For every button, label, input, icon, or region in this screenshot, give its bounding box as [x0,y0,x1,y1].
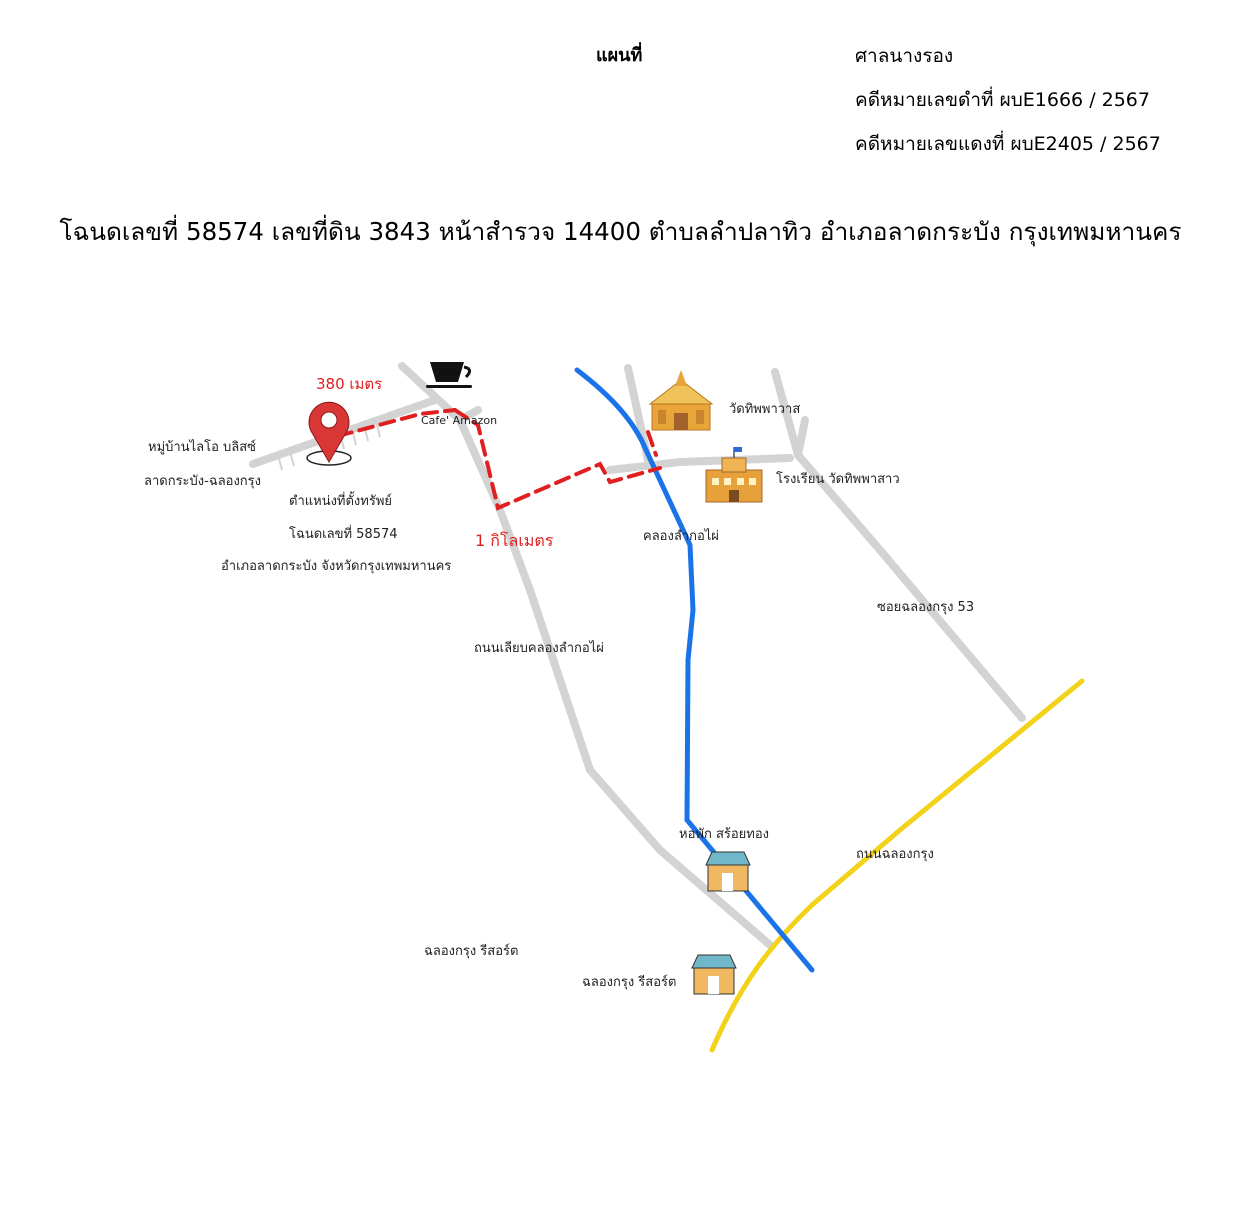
map-title: แผนที่ [596,45,643,66]
canal-label: คลองลำกอไผ่ [643,528,719,544]
road-soi-53 [771,368,1026,722]
canal-road-label: ถนนเลียบคลองลำกอไผ่ [474,640,604,656]
court-name: ศาลนางรอง [855,45,954,67]
red-case-number: คดีหมายเลขแดงที่ ผบE2405 / 2567 [855,133,1161,155]
location-pin-icon [306,401,352,466]
road-soi-53-top [794,416,809,459]
black-case-number: คดีหมายเลขดำที่ ผบE1666 / 2567 [855,89,1150,111]
village-label: หมู่บ้านไลโอ บลิสซ์ [148,439,256,455]
main-road-label: ถนนฉลองกรุง [856,847,934,862]
cafe-label: Cafe' Amazon [421,414,497,427]
dorm-label: หอพัก สร้อยทอง [679,827,769,842]
deed-description: โฉนดเลขที่ 58574 เลขที่ดิน 3843 หน้าสำรว… [59,217,1182,246]
route-lines [336,408,662,511]
route-long [453,408,662,511]
canal-line [574,367,815,973]
school-icon [705,447,763,503]
school-label: โรงเรียน วัดทิพพาสาว [776,471,900,487]
soi-label: ซอยฉลองกรุง 53 [877,600,974,615]
temple-icon [648,370,714,431]
road-cafe-branch [456,406,482,424]
distance-short-label: 380 เมตร [316,375,382,393]
temple-label: วัดทิพพาวาส [729,402,800,417]
property-label-2: โฉนดเลขที่ 58574 [289,525,398,542]
shop-icon [705,851,751,892]
village-road-label: ลาดกระบัง-ฉลองกรุง [144,474,261,489]
road-school [606,454,794,474]
property-label-3: อำเภอลาดกระบัง จังหวัดกรุงเทพมหานคร [221,559,451,574]
resort-label-left: ฉลองกรุง รีสอร์ต [424,943,518,959]
main-road-line [709,678,1085,1053]
route-short [336,408,457,438]
route-temple [646,430,658,457]
property-label-1: ตำแหน่งที่ตั้งทรัพย์ [289,491,392,509]
distance-long-label: 1 กิโลเมตร [475,531,554,550]
coffee-cup-icon [426,362,472,388]
shop-icon [691,954,737,995]
resort-label-right: ฉลองกรุง รีสอร์ต [582,974,676,990]
